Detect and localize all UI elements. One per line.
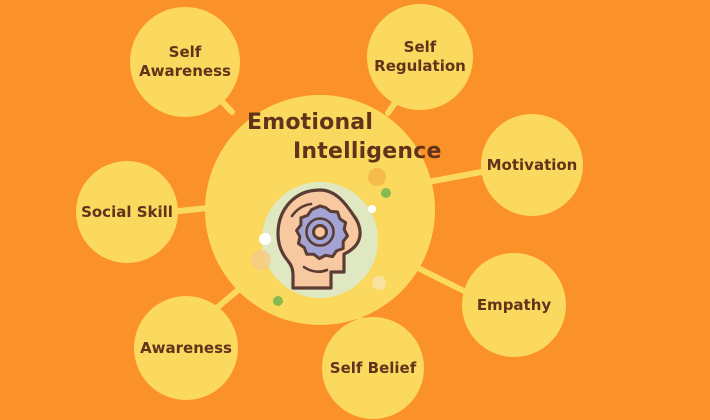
green-dot-bottom-decoration bbox=[273, 296, 283, 306]
node-self-awareness-label: Self Awareness bbox=[139, 43, 231, 81]
node-self-regulation-line-2: Regulation bbox=[374, 57, 466, 75]
green-dot-right-decoration bbox=[381, 188, 391, 198]
node-motivation[interactable]: Motivation bbox=[481, 114, 583, 216]
pale-dot-bottom-decoration bbox=[372, 276, 386, 290]
node-self-regulation-label: Self Regulation bbox=[374, 38, 466, 76]
halftone-patch-decoration bbox=[251, 250, 271, 270]
node-social-skill[interactable]: Social Skill bbox=[76, 161, 178, 263]
page-title-line-2: Intelligence bbox=[293, 139, 442, 164]
node-self-regulation[interactable]: Self Regulation bbox=[367, 4, 473, 110]
node-empathy-label: Empathy bbox=[476, 295, 552, 314]
node-self-belief[interactable]: Self Belief bbox=[322, 317, 424, 419]
white-dot-right-decoration bbox=[368, 205, 376, 213]
white-dot-left-decoration bbox=[259, 233, 271, 245]
page-title: Emotional Intelligence bbox=[215, 108, 442, 166]
orange-dot-large-decoration bbox=[368, 168, 386, 186]
connector-empathy bbox=[415, 265, 473, 297]
node-self-regulation-line-1: Self bbox=[403, 38, 437, 56]
node-awareness[interactable]: Awareness bbox=[134, 296, 238, 400]
node-motivation-label: Motivation bbox=[486, 155, 578, 174]
node-self-awareness-line-1: Self bbox=[168, 43, 202, 61]
node-self-awareness[interactable]: Self Awareness bbox=[130, 7, 240, 117]
page-title-line-1: Emotional bbox=[247, 110, 374, 135]
node-self-awareness-line-2: Awareness bbox=[139, 62, 231, 80]
node-self-belief-label: Self Belief bbox=[329, 358, 417, 377]
node-awareness-label: Awareness bbox=[140, 338, 232, 357]
head-with-gear-icon bbox=[276, 188, 362, 290]
node-social-skill-label: Social Skill bbox=[81, 202, 173, 221]
node-empathy[interactable]: Empathy bbox=[462, 253, 566, 357]
